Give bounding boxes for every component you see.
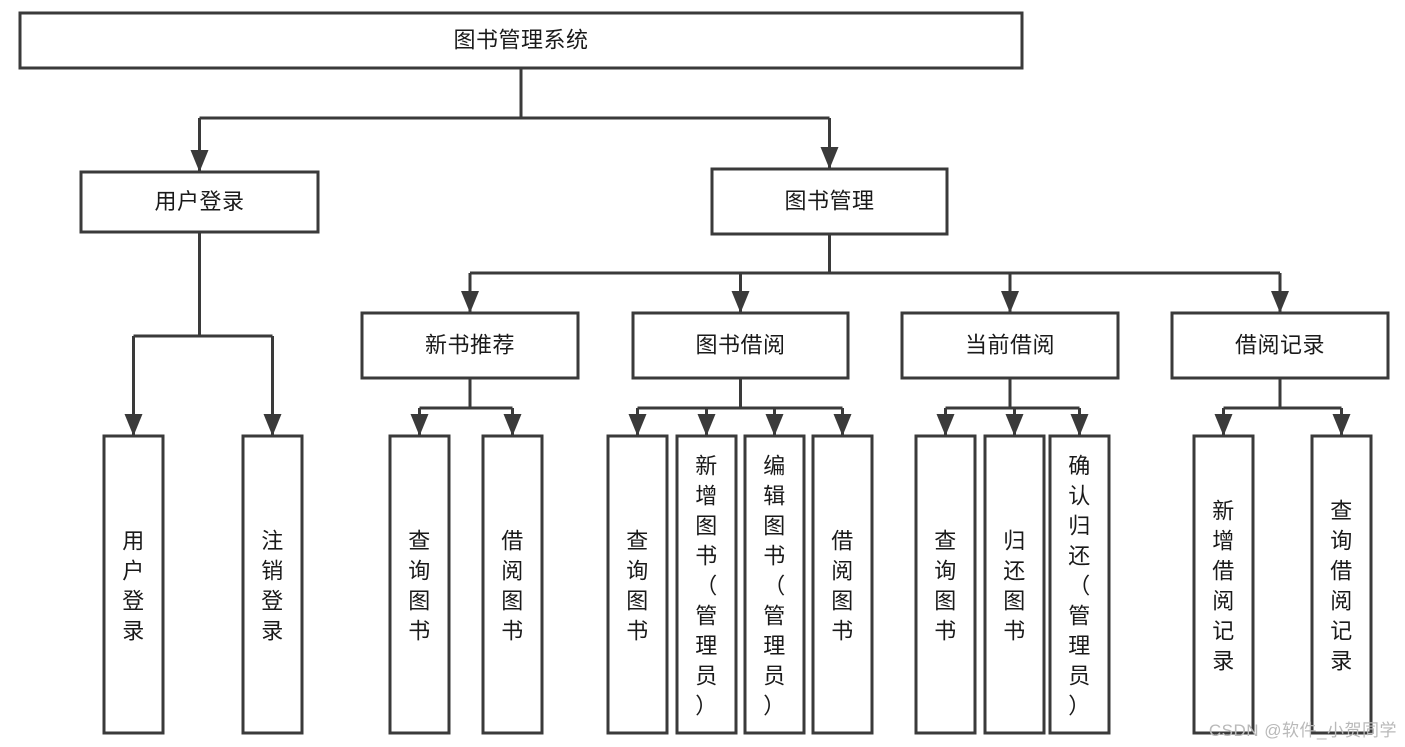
node-leaf-borrow-book-recommend[interactable]: 借阅图书 [481,434,544,735]
arrow-head-icon [628,414,647,436]
csdn-watermark: CSDN @软件_小贺同学 [1208,721,1397,740]
node-leaf-return-book[interactable]: 归还图书 [983,434,1046,735]
node-borrow-record[interactable]: 借阅记录 [1170,311,1390,380]
arrow-head-icon [1005,414,1024,436]
node-label-leaf-borrow-book-recommend: 借阅图书 [501,529,524,644]
node-leaf-logout[interactable]: 注销登录 [241,434,304,735]
node-box-leaf-add-book [675,434,738,735]
node-label-borrow-record: 借阅记录 [1235,332,1325,357]
node-leaf-query-borrow-record[interactable]: 查询借阅记录 [1310,434,1373,735]
arrow-head-icon [1332,414,1351,436]
node-box-leaf-add-borrow-record [1192,434,1255,735]
node-leaf-add-book[interactable]: 新增图书（管理员） [675,434,738,735]
node-box-borrow-record [1170,311,1390,380]
arrow-head-icon [263,414,282,436]
arrow-head-icon [1214,414,1233,436]
node-label-leaf-borrow-book: 借阅图书 [831,529,854,644]
arrow-head-icon [503,414,522,436]
node-leaf-add-borrow-record[interactable]: 新增借阅记录 [1192,434,1255,735]
node-label-leaf-query-book-borrow: 查询图书 [626,529,649,644]
node-label-leaf-query-borrow-record: 查询借阅记录 [1330,499,1353,674]
node-label-leaf-add-book: 新增图书（管理员） [695,454,718,719]
arrow-head-icon [124,414,143,436]
node-leaf-confirm-return[interactable]: 确认归还（管理员） [1048,434,1111,735]
node-box-user-login [79,170,320,234]
node-label-book-borrow: 图书借阅 [695,332,785,357]
node-box-leaf-query-book-recommend [388,434,451,735]
node-leaf-user-login[interactable]: 用户登录 [102,434,165,735]
node-box-leaf-borrow-book [811,434,874,735]
node-current-borrow[interactable]: 当前借阅 [900,311,1120,380]
arrow-head-icon [820,147,839,169]
arrow-head-icon [461,291,479,313]
arrow-head-icon [1001,291,1019,313]
node-book-management[interactable]: 图书管理 [710,167,949,236]
node-box-leaf-return-book [983,434,1046,735]
node-label-user-login: 用户登录 [154,189,244,214]
arrow-head-icon [1271,291,1289,313]
node-book-borrow[interactable]: 图书借阅 [631,311,850,380]
arrow-head-icon [190,150,209,172]
connectors-layer [124,68,1351,436]
node-leaf-query-book-current[interactable]: 查询图书 [914,434,977,735]
arrow-head-icon [410,414,429,436]
node-leaf-query-book-recommend[interactable]: 查询图书 [388,434,451,735]
node-box-leaf-edit-book [743,434,806,735]
node-box-current-borrow [900,311,1120,380]
node-box-leaf-borrow-book-recommend [481,434,544,735]
node-box-leaf-query-book-current [914,434,977,735]
node-label-book-management: 图书管理 [784,188,874,213]
node-label-root: 图书管理系统 [453,27,588,52]
node-label-leaf-add-borrow-record: 新增借阅记录 [1212,499,1235,674]
arrow-head-icon [833,414,852,436]
nodes-layer: 图书管理系统用户登录图书管理新书推荐图书借阅当前借阅借阅记录用户登录注销登录查询… [18,11,1390,735]
node-leaf-query-book-borrow[interactable]: 查询图书 [606,434,669,735]
node-box-book-borrow [631,311,850,380]
node-root[interactable]: 图书管理系统 [18,11,1024,70]
node-label-leaf-return-book: 归还图书 [1003,529,1026,644]
node-box-leaf-query-book-borrow [606,434,669,735]
arrow-head-icon [731,291,750,313]
node-label-leaf-confirm-return: 确认归还（管理员） [1068,454,1091,719]
node-box-book-management [710,167,949,236]
node-label-current-borrow: 当前借阅 [965,332,1055,357]
node-user-login[interactable]: 用户登录 [79,170,320,234]
node-leaf-borrow-book[interactable]: 借阅图书 [811,434,874,735]
node-box-root [18,11,1024,70]
node-new-book-recommend[interactable]: 新书推荐 [360,311,580,380]
node-label-leaf-query-book-recommend: 查询图书 [408,529,431,644]
node-box-leaf-query-borrow-record [1310,434,1373,735]
node-label-leaf-user-login: 用户登录 [122,529,145,644]
node-box-new-book-recommend [360,311,580,380]
node-box-leaf-logout [241,434,304,735]
node-label-leaf-query-book-current: 查询图书 [934,529,957,644]
arrow-head-icon [1070,414,1089,436]
arrow-head-icon [765,414,784,436]
node-label-leaf-edit-book: 编辑图书（管理员） [763,454,786,719]
arrow-head-icon [697,414,716,436]
node-label-new-book-recommend: 新书推荐 [425,332,515,357]
node-label-leaf-logout: 注销登录 [261,529,284,644]
node-box-leaf-user-login [102,434,165,735]
arrow-head-icon [936,414,955,436]
node-leaf-edit-book[interactable]: 编辑图书（管理员） [743,434,806,735]
node-box-leaf-confirm-return [1048,434,1111,735]
